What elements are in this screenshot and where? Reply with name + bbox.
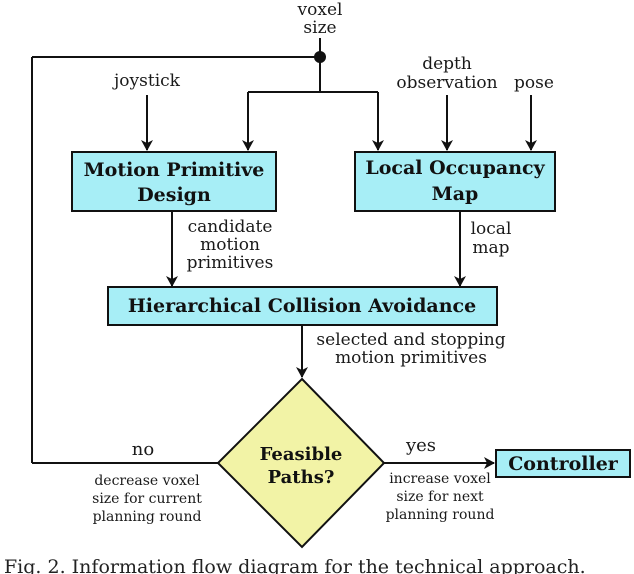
controller-title: Controller [508,453,619,475]
decision-line-2: Paths? [268,467,335,488]
motion-primitive-design-box: Motion Primitive Design [71,151,277,212]
local-map-label-line-2: map [472,238,509,258]
depth-label-line-2: observation [396,73,497,93]
occupancy-title-line-1: Local Occupancy [365,157,545,179]
pose-label: pose [514,73,554,93]
candidate-label-line-3: primitives [187,253,274,273]
motion-primitive-title-line-1: Motion Primitive [84,159,265,181]
increase-label-line-3: planning round [386,507,495,523]
candidate-label-line-1: candidate [188,217,273,237]
local-map-label-line-1: local [471,219,512,239]
decision-line-1: Feasible [260,444,343,465]
selected-label-line-2: motion primitives [335,348,487,368]
connectors [31,38,537,469]
hierarchical-collision-avoidance-box: Hierarchical Collision Avoidance [107,286,498,326]
depth-label-line-1: depth [422,54,472,74]
voxel-label-line-2: size [303,18,336,38]
local-occupancy-map-box: Local Occupancy Map [354,151,556,212]
motion-primitive-title-line-2: Design [137,184,211,206]
voxel-label-line-1: voxel [297,0,343,20]
increase-label-line-1: increase voxel [389,471,491,487]
candidate-label-line-2: motion [200,235,260,255]
joystick-label: joystick [112,71,181,91]
selected-label-line-1: selected and stopping [316,330,505,350]
controller-box: Controller [495,449,631,478]
decrease-label-line-2: size for current [92,491,202,507]
junction-dot [314,51,326,63]
occupancy-title-line-2: Map [432,183,479,205]
no-label: no [132,439,154,460]
decrease-label-line-3: planning round [93,509,202,525]
yes-label: yes [405,435,436,456]
figure-caption: Fig. 2. Information flow diagram for the… [4,556,586,574]
hca-title: Hierarchical Collision Avoidance [128,295,476,317]
feasible-paths-decision: Feasible Paths? [216,377,386,549]
decrease-label-line-1: decrease voxel [94,473,200,489]
increase-label-line-2: size for next [396,489,484,505]
